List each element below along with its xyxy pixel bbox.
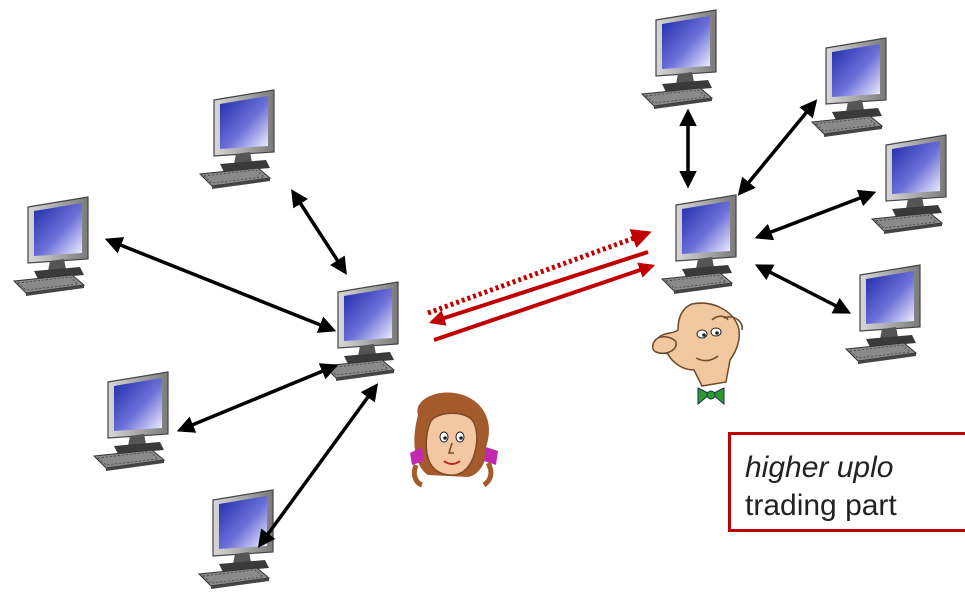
computer-icon-left-hub: [323, 281, 399, 382]
link-arrow: [754, 264, 852, 314]
callout-box: higher uplo trading part: [728, 432, 965, 532]
trade-arrow-incoming: [428, 250, 649, 326]
link-arrow: [737, 99, 818, 196]
computer-icon-left-mid: [13, 196, 89, 297]
left-peer-links: [104, 189, 379, 548]
computer-icon-left-top: [199, 89, 275, 190]
trade-arrow-outgoing: [433, 262, 656, 342]
right-peer-links: [679, 99, 877, 314]
link-arrow: [291, 189, 347, 275]
link-arrow: [176, 363, 339, 433]
trade-arrow-dotted: [427, 229, 652, 316]
callout-line-2: trading part: [745, 489, 897, 522]
link-arrow: [257, 383, 379, 548]
callout-line-1: higher uplo: [745, 451, 894, 484]
computer-icon-right-lowright: [845, 264, 921, 365]
computer-icon-right-hub: [661, 194, 737, 295]
man-avatar-icon: [651, 302, 743, 406]
girl-avatar-icon: [410, 392, 498, 488]
computer-icon-right-topright: [811, 37, 887, 138]
trade-arrows: [427, 229, 656, 342]
computer-icon-right-midright: [871, 134, 947, 235]
computer-icon-right-top: [641, 9, 717, 110]
computer-icon-left-low: [93, 371, 169, 472]
link-arrow: [104, 237, 337, 333]
link-arrow: [754, 189, 877, 241]
